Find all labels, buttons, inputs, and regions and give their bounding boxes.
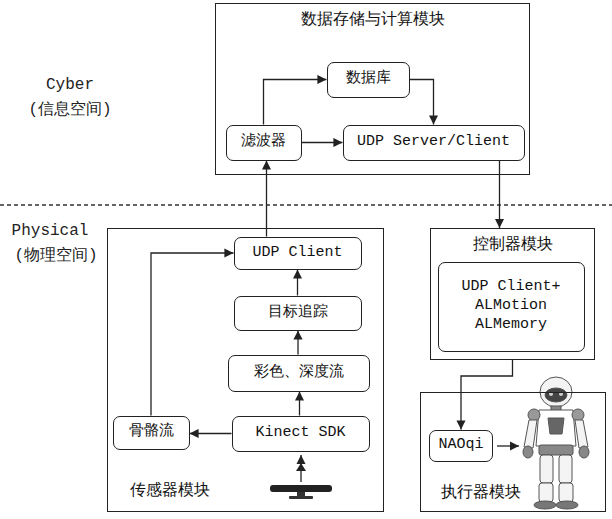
process-box: 骨骼流: [113, 416, 190, 450]
process-box: 目标追踪: [234, 296, 362, 331]
space-label: Physical: [12, 222, 89, 240]
process-box: UDP Client+ ALMotion ALMemory: [438, 262, 585, 352]
box-label: 数据库: [346, 70, 391, 89]
space-label: Cyber: [46, 76, 94, 94]
flow-arrow: [499, 161, 500, 229]
box-label: 目标追踪: [268, 304, 328, 323]
flow-arrow: [297, 270, 298, 296]
process-box: UDP Server/Client: [343, 125, 525, 161]
box-label: UDP Client: [252, 244, 342, 263]
cyber-physical-divider: [0, 204, 612, 205]
nao-robot: [523, 377, 589, 509]
flow-arrow: [297, 331, 298, 355]
process-box: Kinect SDK: [232, 416, 370, 452]
box-label: 滤波器: [241, 133, 286, 152]
process-box: NAOqi: [429, 430, 493, 462]
module-title: 数据存储与计算模块: [216, 10, 529, 30]
space-label: (信息空间): [28, 99, 111, 120]
box-label: 彩色、深度流: [254, 364, 344, 383]
process-box: 数据库: [327, 62, 410, 98]
flow-arrow: [266, 161, 267, 237]
module-title: 执行器模块: [441, 483, 521, 503]
box-label: 骨骼流: [129, 423, 174, 442]
module-box: 控制器模块 UDP Client+ ALMotion ALMemory: [430, 228, 595, 360]
process-box: 彩色、深度流: [228, 355, 370, 392]
flow-arrow: [190, 433, 232, 434]
flow-arrow: [410, 80, 434, 125]
flow-arrow: [302, 142, 343, 143]
box-label: UDP Server/Client: [357, 133, 510, 152]
flow-arrow: [151, 253, 234, 416]
module-box: 执行器模块 NAOqi: [420, 392, 606, 512]
module-box: 传感器模块 UDP Client 目标追踪彩色、深度流骨骼流 Kinect SDK: [107, 228, 384, 512]
box-label: NAOqi: [438, 436, 483, 455]
box-label: Kinect SDK: [255, 424, 345, 443]
process-box: UDP Client: [234, 237, 362, 270]
space-label: (物理空间): [14, 245, 97, 266]
module-box: 数据存储与计算模块数据库滤波器 UDP Server/Client: [215, 3, 530, 175]
flow-arrow: [299, 392, 300, 416]
flow-arrow: [264, 80, 327, 125]
box-label: UDP Client+ ALMotion ALMemory: [445, 278, 578, 334]
actuator-arrow: [497, 445, 519, 446]
module-title: 传感器模块: [130, 481, 210, 501]
kinect-sensor: [270, 455, 332, 499]
process-box: 滤波器: [226, 125, 302, 161]
module-title: 控制器模块: [431, 235, 594, 255]
flow-arrow: [461, 360, 513, 430]
